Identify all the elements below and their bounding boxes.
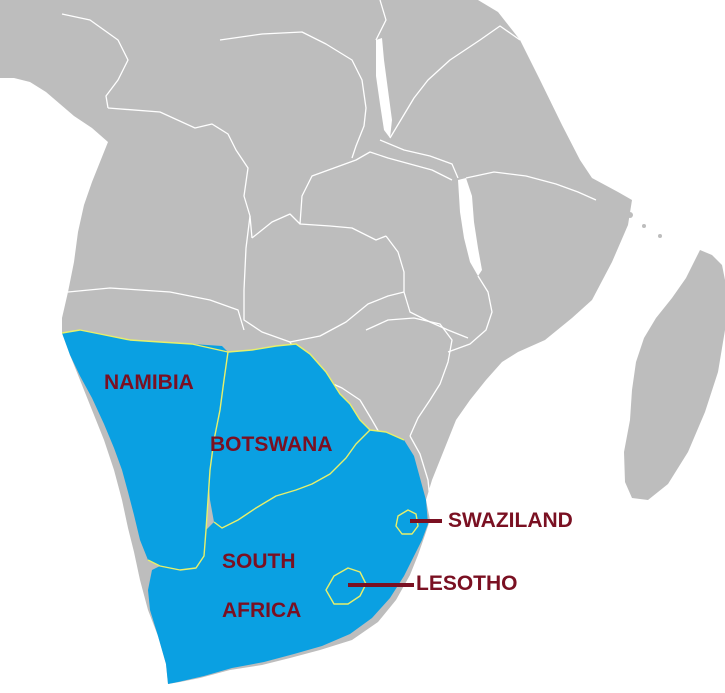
swaziland-label: SWAZILAND [448, 509, 573, 532]
namibia-label: NAMIBIA [104, 371, 194, 394]
swaziland-shape [396, 510, 418, 534]
south-africa-label-line1: SOUTH [222, 550, 296, 573]
comoros-island-2 [642, 224, 646, 228]
highlighted-region [61, 329, 428, 684]
comoros-island-1 [627, 212, 633, 218]
namibia-botswana-border [147, 351, 229, 571]
south-africa-shape [148, 430, 428, 684]
botswana-south-africa-border [213, 429, 371, 529]
madagascar [624, 250, 725, 500]
swaziland-border [395, 509, 419, 535]
comoros-island-3 [658, 234, 662, 238]
botswana-label: BOTSWANA [210, 433, 333, 456]
botswana-shape [208, 344, 370, 528]
lake-malawi [458, 178, 482, 276]
lesotho-label: LESOTHO [416, 572, 518, 595]
highlight-outer-border [61, 329, 405, 441]
namibia-shape [62, 330, 228, 570]
south-africa-label-line2: AFRICA [222, 599, 302, 622]
lake-tanganyika [376, 38, 392, 138]
lesotho-shape [326, 568, 366, 604]
country-borders [61, 0, 597, 501]
